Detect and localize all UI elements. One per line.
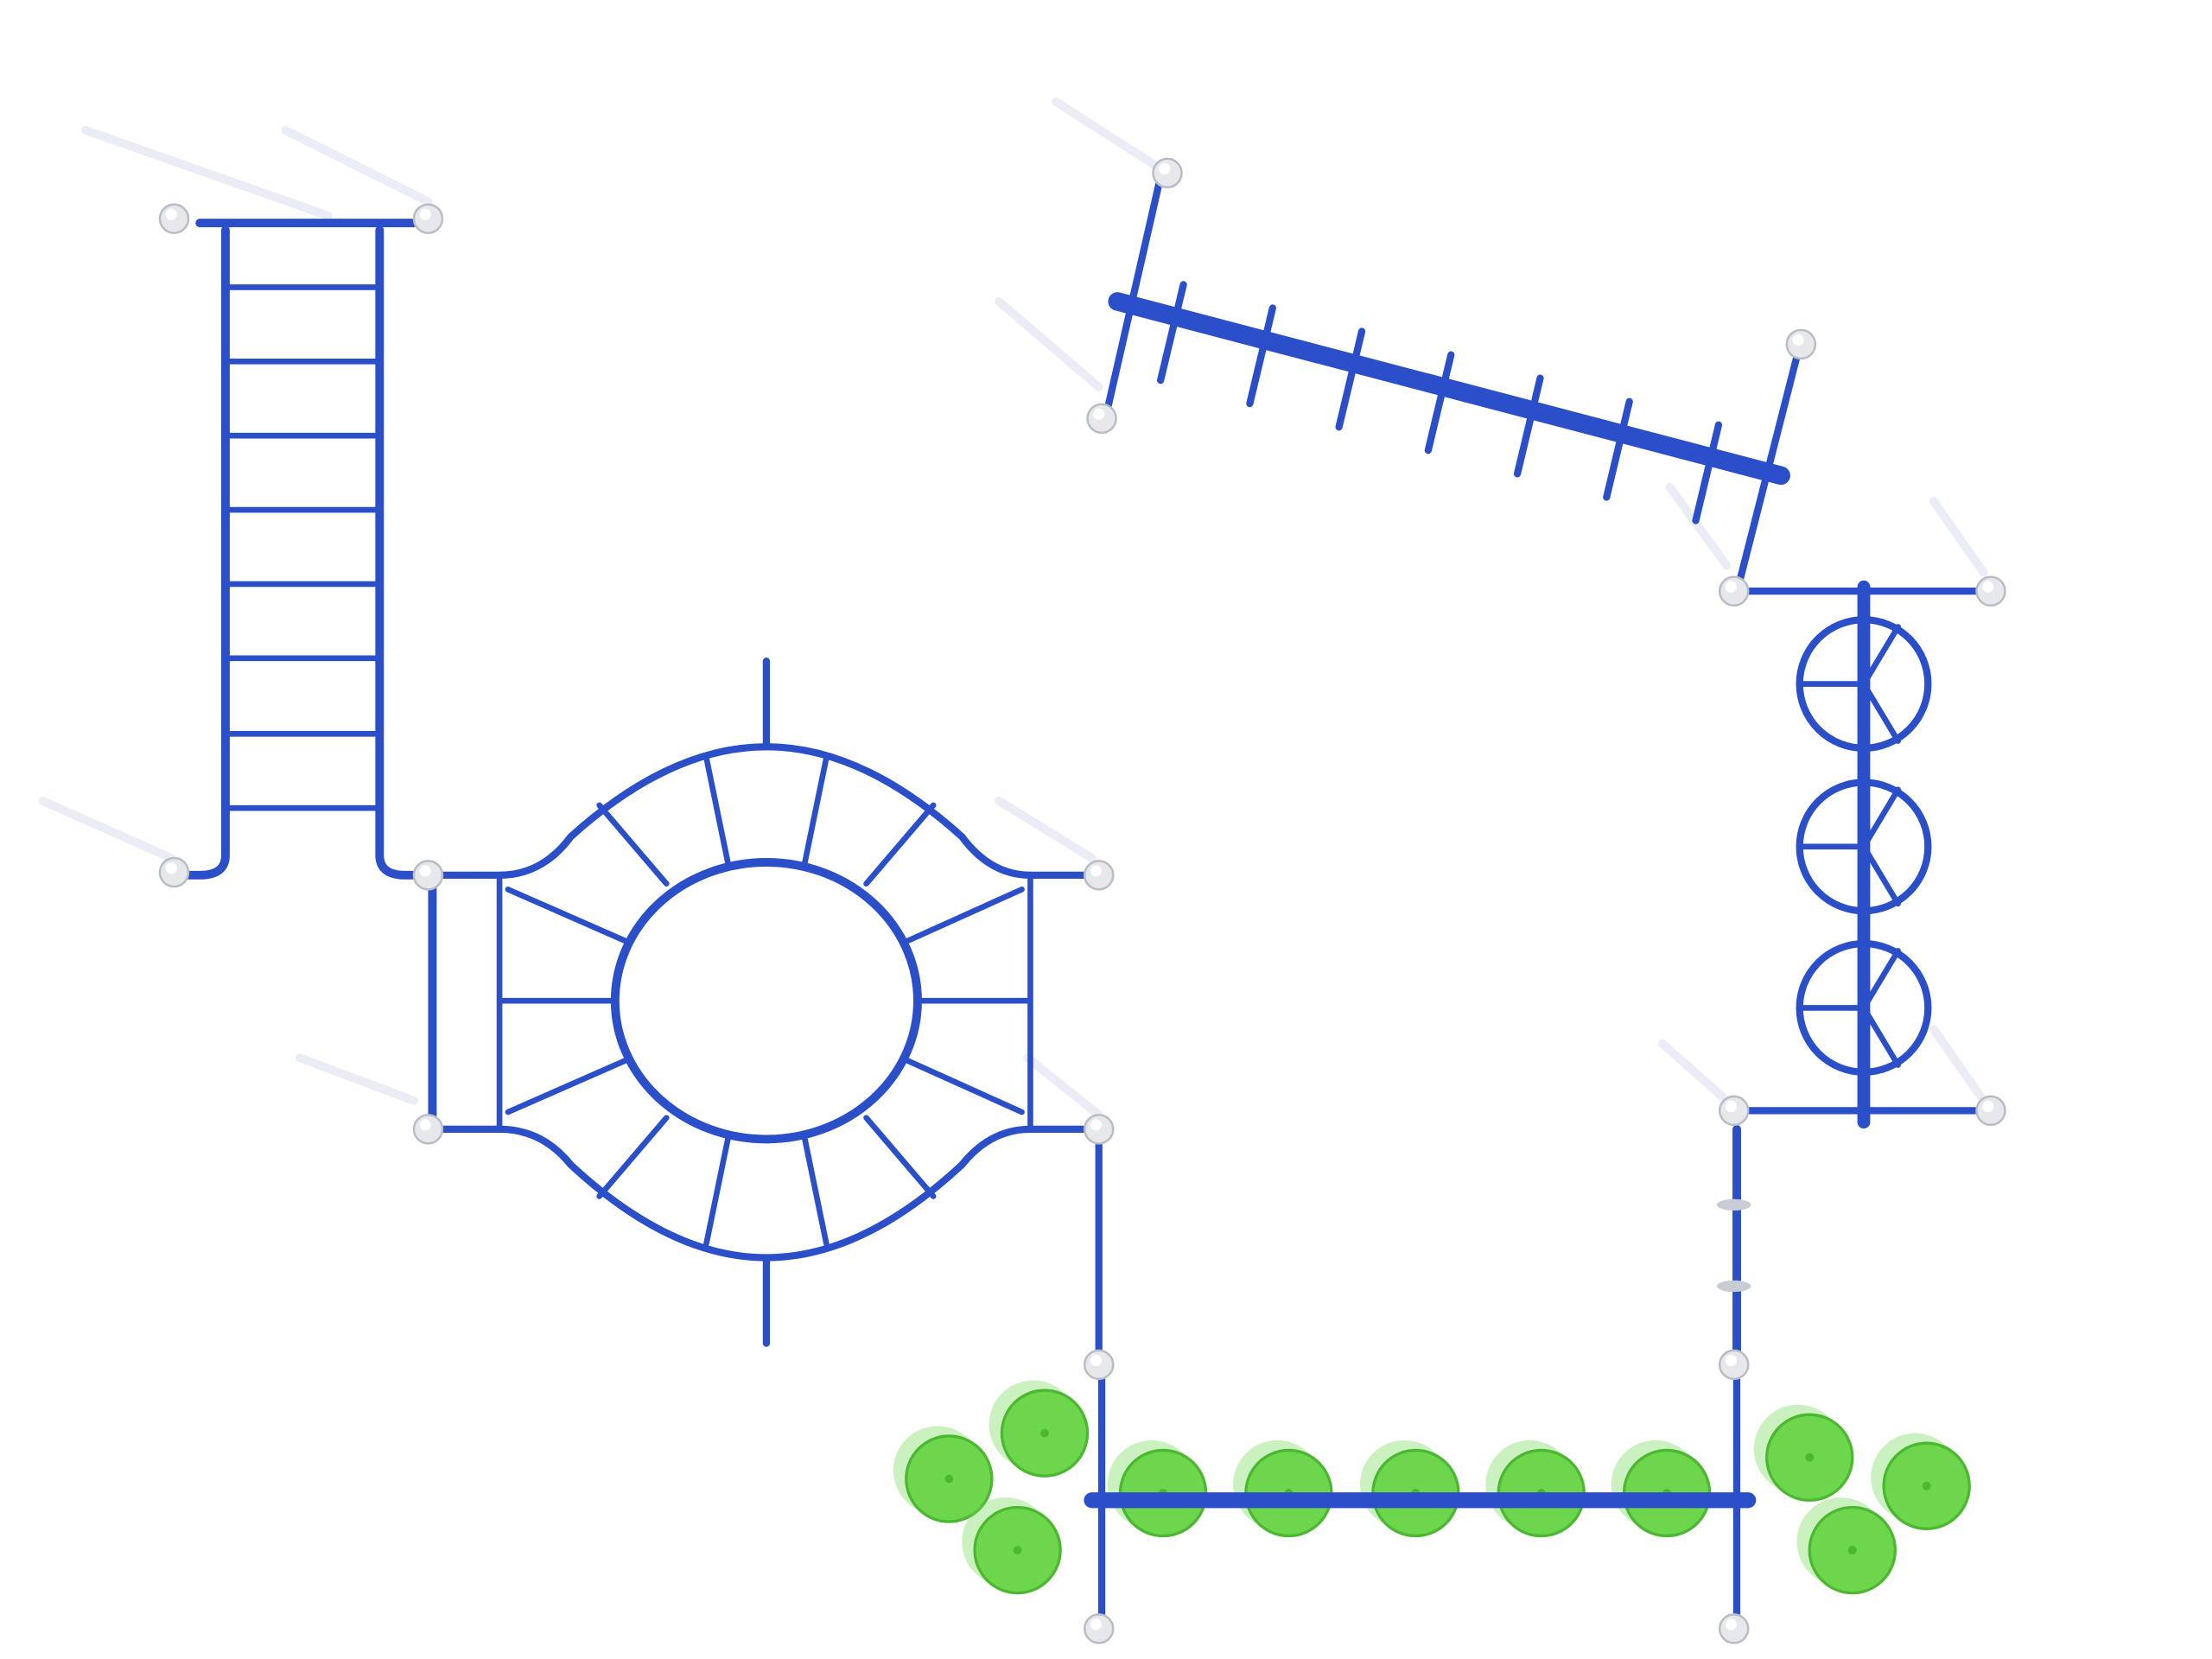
ring-shadow (1023, 1053, 1103, 1120)
bracket-clamp (1716, 1198, 1751, 1211)
beam-peg (1513, 374, 1544, 478)
ring-spoke (703, 1136, 731, 1247)
angled-beam (1108, 292, 1790, 486)
wheel-shadow (1658, 1039, 1732, 1105)
ring-spoke (802, 755, 830, 866)
wheel-spoke (1860, 1005, 1901, 1068)
ladder-left-rail (174, 226, 230, 880)
post-cap-highlight (1982, 1100, 1994, 1113)
ladder-right-rail (375, 226, 433, 880)
stepper-center-dot (1847, 1546, 1857, 1555)
post-cap-highlight (165, 861, 177, 874)
ring-spoke (905, 1058, 1025, 1116)
ring-spoke (863, 1115, 937, 1199)
post-cap-highlight (419, 208, 431, 220)
post-cap-highlight (1093, 408, 1105, 420)
ring-spoke (703, 755, 731, 866)
ladder-shadow (81, 125, 333, 220)
bracket-clamp (1716, 1280, 1751, 1293)
post-cap-highlight (1725, 1100, 1738, 1113)
beam-shadow (1052, 97, 1160, 170)
beam-peg (1246, 304, 1276, 408)
post-cap-highlight (419, 865, 431, 877)
stepper-center-dot (1922, 1481, 1931, 1491)
post-cap-highlight (1725, 1618, 1738, 1630)
post-cap-highlight (1982, 581, 1994, 593)
ring-outer-bottom-arc (495, 1125, 1034, 1262)
post-cap-highlight (1792, 334, 1804, 346)
beam-peg (1157, 281, 1187, 385)
ring-spoke (505, 1058, 628, 1116)
ladder-shadow (38, 797, 176, 862)
post-layer (158, 157, 2006, 1644)
post-cap-highlight (1725, 581, 1738, 593)
ring-shadow (295, 1053, 418, 1105)
wheel-spoke (1860, 843, 1901, 907)
shadow-layer (38, 97, 1988, 1120)
beam-shadow (1665, 482, 1732, 570)
ring-shadow (995, 797, 1096, 862)
wheel-spoke (1860, 681, 1901, 744)
wheel-spoke (1860, 948, 1901, 1011)
post-cap-highlight (419, 1119, 431, 1131)
stepper-center-dot (1013, 1546, 1022, 1555)
stepper-center-dot (1805, 1452, 1815, 1462)
post-cap-highlight (165, 208, 177, 220)
stepper-center-dot (944, 1474, 954, 1484)
ring-inner-hoop (610, 858, 922, 1144)
stepper-layer (893, 1380, 1971, 1595)
post-cap-highlight (1090, 1618, 1103, 1630)
ring-spoke (596, 802, 670, 887)
post-cap-highlight (1090, 1354, 1103, 1367)
beam-peg (1603, 397, 1633, 501)
ring-spoke (905, 887, 1025, 944)
ring-spoke (802, 1136, 830, 1247)
frame-layer (174, 181, 1995, 1625)
beam-peg (1424, 351, 1455, 454)
wheel-shadow (1929, 497, 1988, 577)
beam-peg (1692, 421, 1723, 524)
post-cap-highlight (1159, 162, 1171, 175)
ring-spoke (505, 887, 628, 944)
wheel-spoke (1860, 786, 1901, 850)
ring-outer-top-arc (495, 743, 1034, 879)
wheel-spoke (1860, 624, 1901, 687)
wheel-shadow (1929, 1025, 1988, 1105)
post-cap-highlight (1725, 1354, 1738, 1367)
ring-spoke (863, 802, 937, 887)
beam-peg (1335, 327, 1366, 431)
post-cap-highlight (1090, 865, 1103, 877)
post-cap-highlight (1090, 1119, 1103, 1131)
ladder-shadow (281, 125, 433, 207)
ring-spoke (596, 1115, 670, 1199)
beam-shadow (995, 296, 1103, 391)
stepper-center-dot (1040, 1428, 1049, 1438)
